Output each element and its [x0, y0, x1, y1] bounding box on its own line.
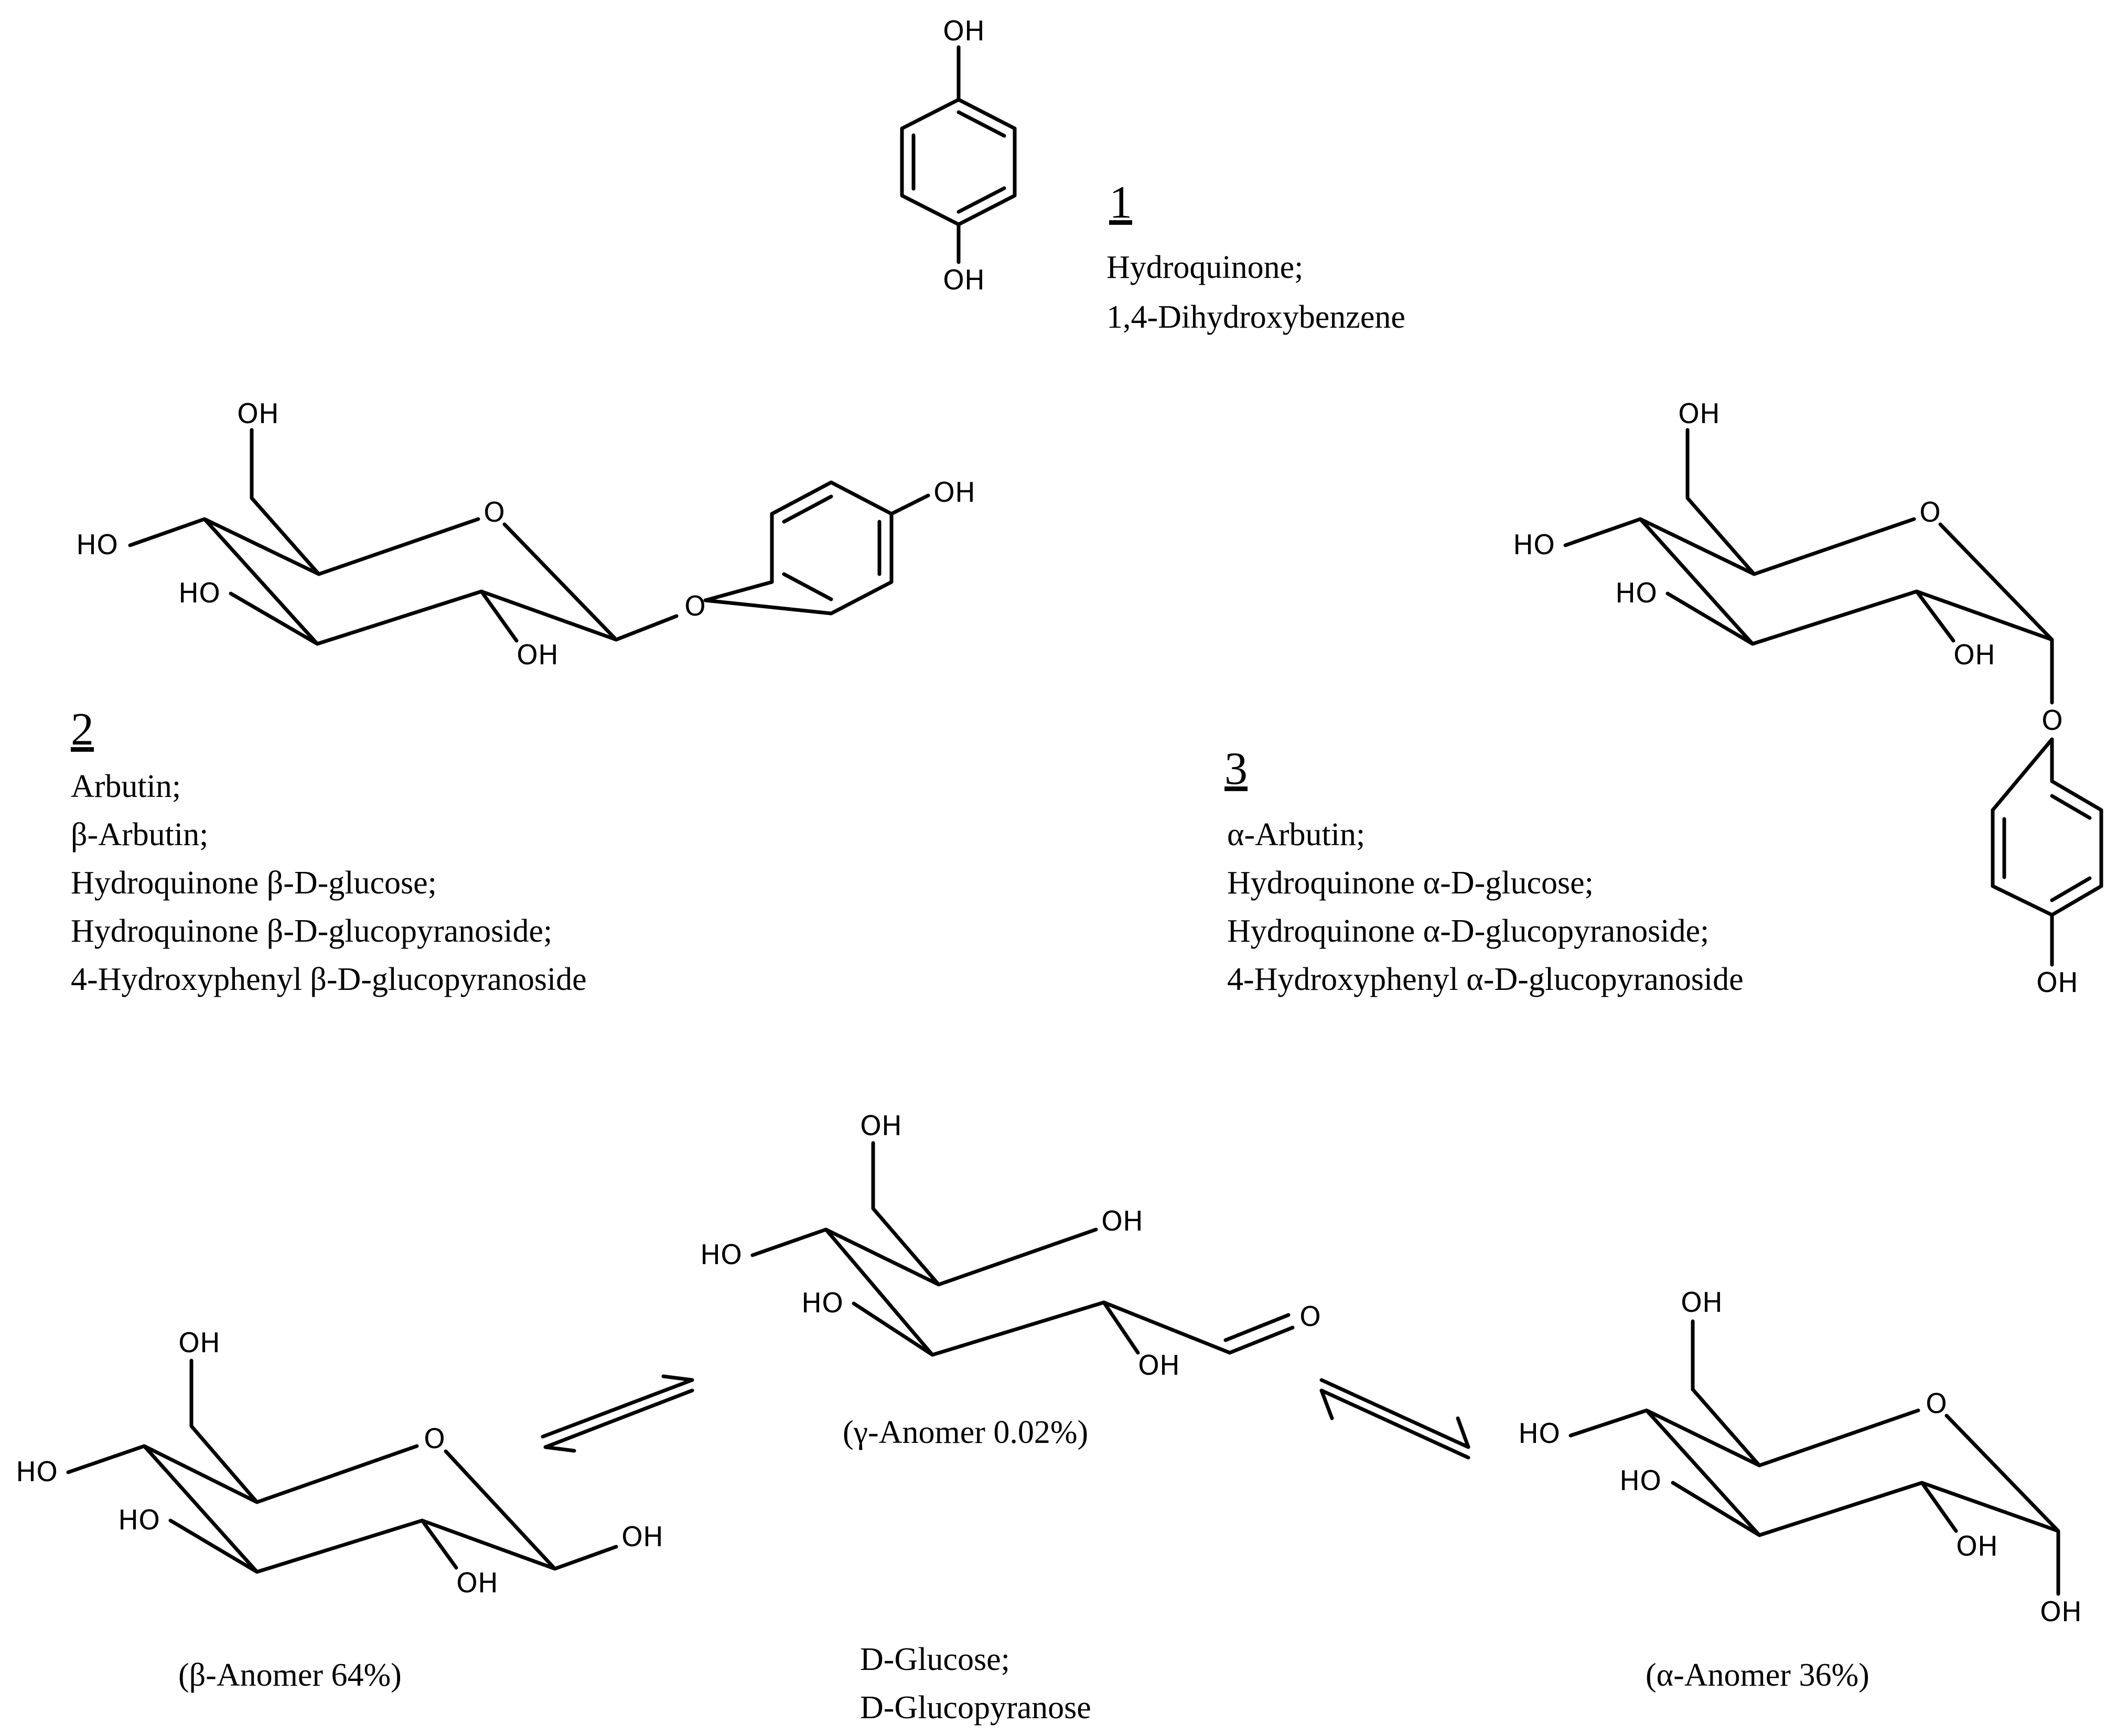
- atom-oh: OH: [860, 1110, 902, 1142]
- reverse-harpoon: [543, 1388, 694, 1453]
- atom-ho: HO: [801, 1288, 843, 1319]
- atom-oh: OH: [237, 398, 279, 430]
- atom-oh: OH: [1681, 1287, 1723, 1319]
- open-chain-glucose-structure: OH OH HO HO OH O: [700, 1110, 1321, 1382]
- phenol-double-bonds: [2002, 794, 2092, 902]
- atom-oh: OH: [2036, 967, 2078, 999]
- atom-ho: HO: [700, 1239, 742, 1271]
- alpha-arbutin-name-2: Hydroquinone α-D-glucose;: [1227, 865, 1594, 901]
- atom-oh: OH: [1953, 640, 1995, 671]
- atom-ether-o: O: [2041, 705, 2063, 737]
- gamma-anomer-label: (γ-Anomer 0.02%): [843, 1415, 1088, 1450]
- compound-number-1: 1: [1109, 177, 1132, 228]
- open-chain-bonds: [750, 1141, 1232, 1357]
- alpha-arbutin-name-1: α-Arbutin;: [1227, 817, 1365, 853]
- glucose-name-2: D-Glucopyranose: [860, 1690, 1091, 1726]
- atom-ring-o: O: [1926, 1388, 1947, 1420]
- atom-carbonyl-o: O: [1299, 1301, 1321, 1333]
- atom-ho: HO: [178, 578, 220, 609]
- alpha-anomer-label: (α-Anomer 36%): [1646, 1657, 1869, 1693]
- atom-ho: HO: [1619, 1465, 1661, 1497]
- atom-ho: HO: [1518, 1418, 1560, 1450]
- glucose-ring-bonds: [1563, 428, 2054, 705]
- arbutin-name-2: β-Arbutin;: [71, 817, 208, 853]
- forward-harpoon: [1319, 1378, 1470, 1449]
- phenol-ring-bonds: [1991, 737, 2103, 967]
- alpha-arbutin-structure: OH HO HO OH O O OH: [1513, 398, 2103, 999]
- compound-number-3: 3: [1224, 743, 1248, 794]
- reverse-harpoon: [1319, 1388, 1470, 1460]
- arbutin-name-4: Hydroquinone β-D-glucopyranoside;: [71, 913, 552, 949]
- atom-oh-bottom: OH: [943, 265, 985, 296]
- atom-ring-o: O: [1919, 497, 1941, 529]
- beta-glucose-structure: OH HO HO OH OH O: [16, 1328, 663, 1599]
- alpha-glucose-structure: OH HO HO OH O OH: [1518, 1287, 2082, 1628]
- hydroquinone-structure: OH OH: [900, 16, 1017, 296]
- atom-oh: OH: [933, 477, 975, 509]
- compound-number-2: 2: [71, 704, 94, 755]
- atom-ho: HO: [1513, 530, 1555, 561]
- phenol-ring-bonds: [703, 480, 930, 616]
- atom-oh: OH: [2040, 1597, 2082, 1628]
- atom-ether-o: O: [684, 591, 706, 622]
- ring-double-bonds: [911, 110, 1006, 214]
- beta-anomer-label: (β-Anomer 64%): [178, 1657, 402, 1693]
- arbutin-name-3: Hydroquinone β-D-glucose;: [71, 865, 437, 901]
- alpha-arbutin-name-3: Hydroquinone α-D-glucopyranoside;: [1227, 913, 1709, 949]
- atom-oh: OH: [621, 1522, 663, 1553]
- hydroquinone-name-1: Hydroquinone;: [1106, 250, 1303, 285]
- atom-oh: OH: [1138, 1350, 1180, 1382]
- arbutin-structure: OH HO HO OH O O OH: [76, 398, 975, 671]
- atom-oh: OH: [517, 640, 558, 671]
- atom-oh: OH: [1678, 398, 1720, 430]
- atom-ring-o: O: [483, 497, 505, 529]
- forward-harpoon: [541, 1374, 694, 1439]
- atom-oh: OH: [1956, 1531, 1998, 1562]
- arbutin-name-1: Arbutin;: [71, 769, 181, 804]
- atom-ho: HO: [76, 530, 118, 561]
- alpha-arbutin-name-4: 4-Hydroxyphenyl α-D-glucopyranoside: [1227, 962, 1744, 997]
- hydroquinone-name-2: 1,4-Dihydroxybenzene: [1106, 299, 1405, 335]
- atom-oh: OH: [1101, 1206, 1143, 1237]
- glucose-ring-bonds: [66, 1358, 618, 1574]
- glucose-ring-bonds: [128, 428, 679, 646]
- atom-ring-o: O: [424, 1424, 445, 1455]
- atom-oh: OH: [178, 1328, 220, 1359]
- carbonyl-double-bond: [1223, 1313, 1295, 1355]
- ring-bonds: [900, 45, 1017, 264]
- atom-oh-top: OH: [943, 16, 985, 47]
- equilibrium-arrow-left: [541, 1374, 694, 1453]
- equilibrium-arrow-right: [1319, 1378, 1470, 1460]
- atom-ho: HO: [118, 1505, 160, 1536]
- arbutin-name-5: 4-Hydroxyphenyl β-D-glucopyranoside: [71, 962, 587, 997]
- glucose-ring-bonds: [1568, 1319, 2060, 1596]
- atom-ho: HO: [1615, 578, 1657, 609]
- atom-ho: HO: [16, 1457, 58, 1488]
- phenol-double-bonds: [782, 494, 882, 601]
- atom-oh: OH: [456, 1568, 498, 1599]
- glucose-name-1: D-Glucose;: [860, 1642, 1010, 1677]
